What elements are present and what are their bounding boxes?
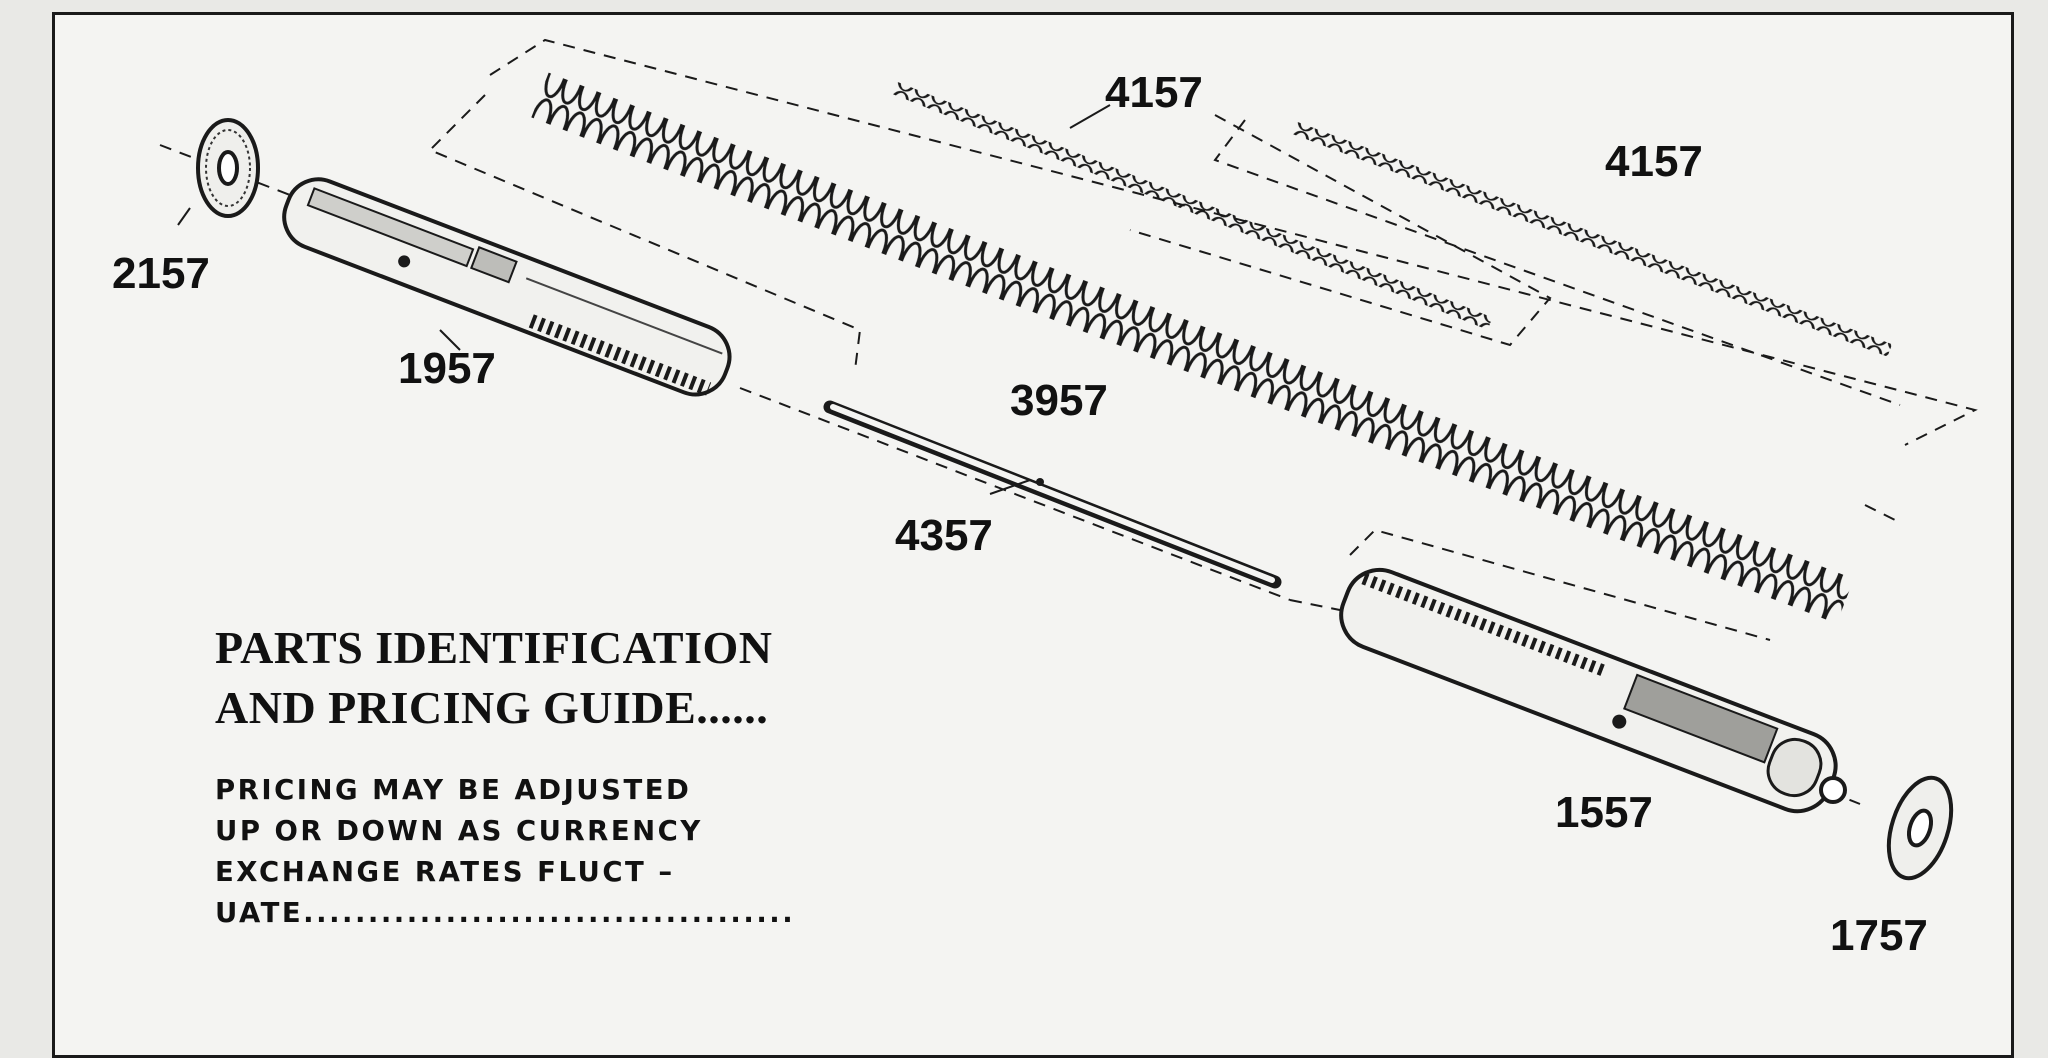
pricing-note: PRICING MAY BE ADJUSTED UP OR DOWN AS CU… [215, 770, 795, 934]
spring-3957-icon [531, 72, 1854, 624]
guide-title-line-1: PARTS IDENTIFICATION [215, 622, 773, 673]
label-1557: 1557 [1555, 788, 1653, 837]
pricing-note-line-1: PRICING MAY BE ADJUSTED [215, 774, 692, 806]
exploded-parts-diagram: 2157 1957 4157 4157 3957 4357 1557 1757 [112, 38, 1978, 960]
diagram-page: 2157 1957 4157 4157 3957 4357 1557 1757 … [52, 12, 2014, 1058]
part-1557-icon [1339, 567, 1838, 814]
guide-title-line-2: AND PRICING GUIDE...... [215, 682, 769, 733]
rod-4357-icon [823, 400, 1282, 589]
part-1957-icon [282, 177, 732, 397]
label-1957: 1957 [398, 344, 496, 393]
label-1757: 1757 [1830, 911, 1928, 960]
label-2157: 2157 [112, 249, 210, 298]
label-3957: 3957 [1010, 376, 1108, 425]
label-4357: 4357 [895, 511, 993, 560]
pricing-note-line-4: UATE....................................… [215, 897, 796, 929]
washer-1757-icon [1886, 775, 1954, 881]
spring-4157a-icon [892, 81, 1493, 330]
pricing-note-line-2: UP OR DOWN AS CURRENCY [215, 815, 703, 847]
washer-2157-icon [177, 118, 260, 226]
pricing-note-line-3: EXCHANGE RATES FLUCT – [215, 856, 675, 888]
label-4157-right: 4157 [1605, 137, 1703, 186]
label-4157-top: 4157 [1105, 68, 1203, 117]
guide-title: PARTS IDENTIFICATION AND PRICING GUIDE..… [215, 618, 773, 738]
dashed-guide-lines [159, 38, 1978, 805]
spring-4157b-icon [1292, 121, 1893, 357]
